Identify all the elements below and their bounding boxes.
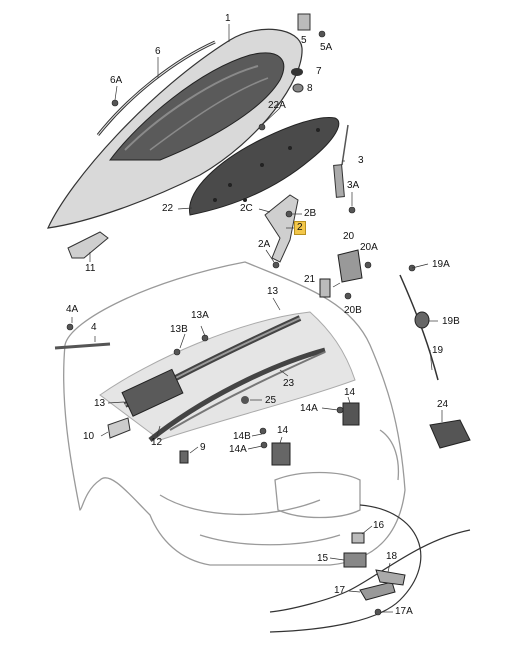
label-22A: 22A: [268, 100, 286, 111]
label-16: 16: [373, 520, 385, 531]
label-5: 5: [301, 35, 307, 46]
release-handle: [429, 419, 471, 449]
label-20: 20: [343, 231, 355, 242]
gas-strut: [333, 124, 349, 198]
label-4A: 4A: [66, 304, 79, 315]
label-19B: 19B: [442, 316, 460, 327]
support-rod: [54, 342, 111, 350]
insulation-mat: [189, 116, 340, 216]
bracket: [67, 231, 109, 259]
label-18: 18: [386, 551, 398, 562]
label-13-left: 13: [94, 398, 106, 409]
label-21: 21: [304, 274, 316, 285]
release-cable: [399, 274, 439, 381]
label-6: 6: [155, 46, 161, 57]
label-6A: 6A: [110, 75, 123, 86]
label-1: 1: [225, 13, 231, 24]
side-seal: [148, 347, 326, 442]
label-9: 9: [200, 442, 206, 453]
label-10: 10: [83, 431, 95, 442]
label-3: 3: [358, 155, 364, 166]
lever: [343, 552, 367, 568]
grommet: [414, 311, 430, 329]
label-25: 25: [265, 395, 277, 406]
clip-part: [297, 13, 311, 31]
label-15: 15: [317, 553, 329, 564]
label-14B: 14B: [233, 431, 251, 442]
label-13A: 13A: [191, 310, 209, 321]
label-2A: 2A: [258, 239, 271, 250]
label-14A-center: 14A: [229, 444, 247, 455]
label-8: 8: [307, 83, 313, 94]
plug: [292, 83, 304, 93]
label-20A: 20A: [360, 242, 378, 253]
label-2C: 2C: [240, 203, 253, 214]
label-19A: 19A: [432, 259, 450, 270]
label-22: 22: [162, 203, 174, 214]
label-4: 4: [91, 322, 97, 333]
label-5A: 5A: [320, 42, 333, 53]
label-3A: 3A: [347, 180, 360, 191]
hood-panel: [46, 28, 303, 229]
label-13-top: 13: [267, 286, 279, 297]
label-14-right: 14: [344, 387, 356, 398]
label-2B: 2B: [304, 208, 317, 219]
label-14-center: 14: [277, 425, 289, 436]
label-13B: 13B: [170, 324, 188, 335]
label-23: 23: [283, 378, 295, 389]
lock: [342, 402, 360, 426]
front-seal: [169, 351, 326, 431]
label-7: 7: [316, 66, 322, 77]
label-14A-right: 14A: [300, 403, 318, 414]
label-20B: 20B: [344, 305, 362, 316]
rubber-buffer: [291, 68, 303, 76]
car-front-body: [63, 261, 406, 566]
label-2-highlighted: 2: [294, 221, 306, 235]
label-17: 17: [334, 585, 346, 596]
label-11: 11: [85, 263, 96, 274]
label-24: 24: [437, 399, 449, 410]
label-19: 19: [432, 345, 444, 356]
label-12: 12: [151, 437, 163, 448]
label-17A: 17A: [395, 606, 413, 617]
